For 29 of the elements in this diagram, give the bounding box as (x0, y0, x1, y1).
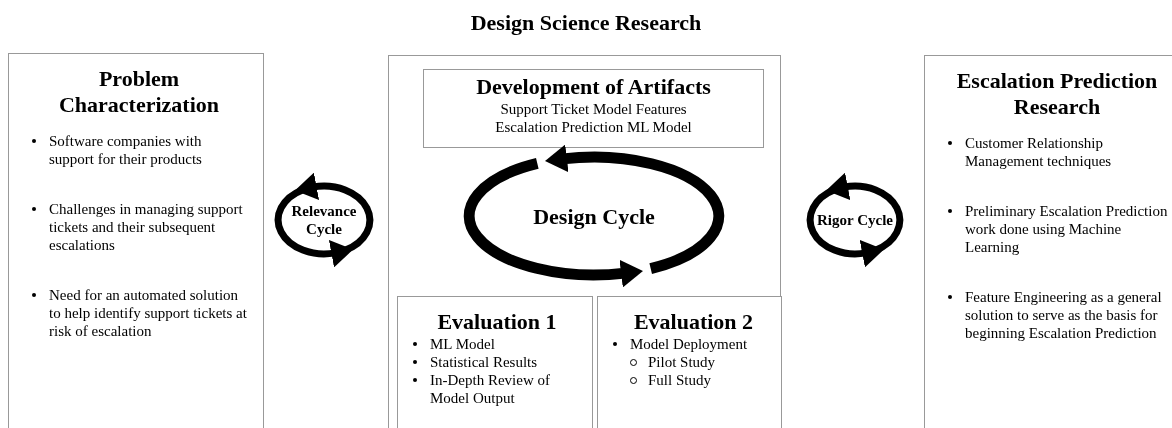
bullet-item: Customer Relationship Management techniques (945, 134, 1169, 170)
bullet-item: Preliminary Escalation Prediction work done using Machine Learning (945, 202, 1169, 256)
panel-heading: Evaluation 1 (436, 309, 558, 335)
bullet-item: Need for an automated solution to help identify support tickets at risk of escalation (29, 286, 249, 340)
panel (8, 53, 264, 428)
bullet-item: Statistical Results (410, 353, 584, 371)
bullet-item: Full Study (610, 371, 777, 389)
cycle-label: Rigor Cycle (817, 211, 893, 229)
bullet-item: Pilot Study (610, 353, 777, 371)
bullet-item: In-Depth Review of Model Output (410, 371, 584, 407)
bullet-item: ML Model (410, 335, 584, 353)
text-box (597, 296, 782, 428)
cycle-label: Design Cycle (533, 203, 655, 229)
text-box (397, 296, 593, 428)
bullet-item: Model Deployment (610, 335, 777, 353)
bullet-item: Challenges in managing support tickets and their subsequent escalations (29, 200, 249, 254)
bullet-item: Software companies with support for their products (29, 132, 249, 168)
subtitle-text: Support Ticket Model Features (499, 100, 688, 118)
diagram-title: Design Science Research (469, 10, 703, 36)
bullet-item: Feature Engineering as a general solution to serve as the basis for beginning Escalation Prediction (945, 288, 1169, 342)
cycle-label: Relevance Cycle (290, 202, 358, 238)
panel-heading: Escalation Prediction Research (955, 68, 1159, 120)
panel (924, 55, 1172, 428)
panel-heading: Evaluation 2 (632, 309, 755, 335)
panel (388, 55, 781, 428)
panel-heading: Development of Artifacts (475, 74, 712, 100)
text-box (423, 69, 764, 148)
panel-heading: Problem Characterization (57, 66, 221, 118)
subtitle-text: Escalation Prediction ML Model (494, 118, 693, 136)
